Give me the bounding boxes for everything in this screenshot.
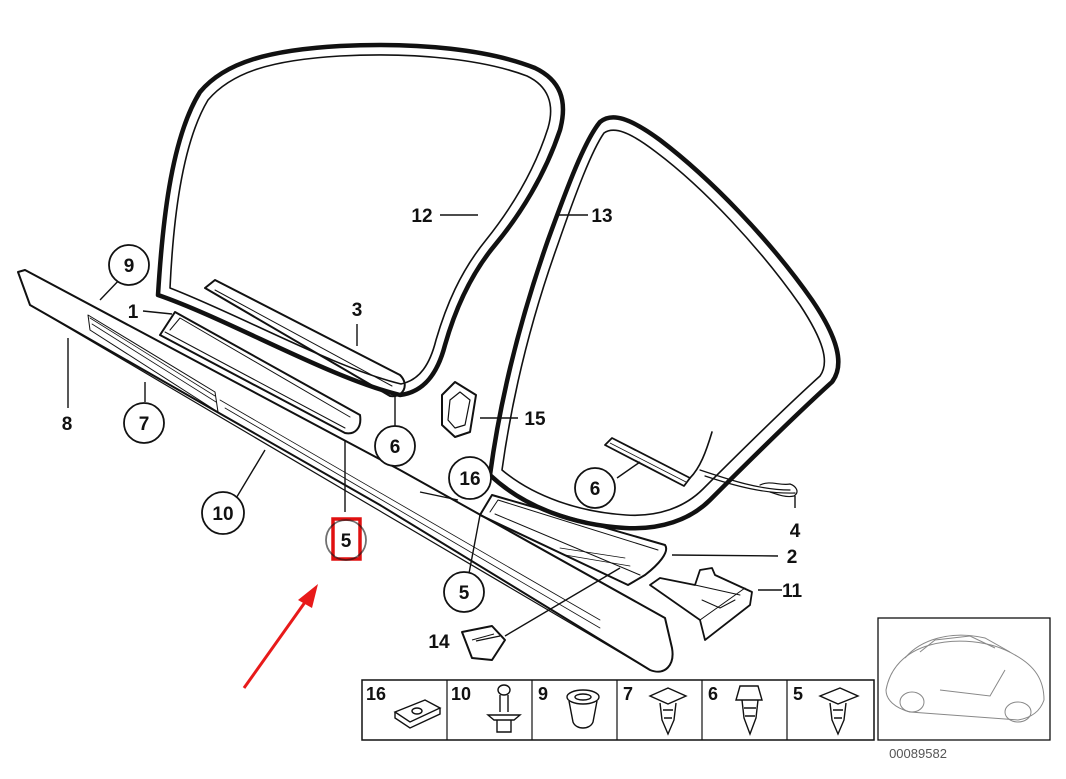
jack-bracket [649, 567, 753, 641]
callout-6-rear: 6 [590, 479, 601, 500]
rear-entrance-strip [479, 494, 668, 586]
callout-16: 16 [459, 469, 480, 490]
front-entrance-strip [159, 279, 406, 435]
expanding-rivet-icon [486, 684, 522, 733]
callout-4: 4 [790, 521, 801, 542]
reference-number: 00089582 [889, 746, 947, 761]
leader-lines [67, 214, 796, 642]
callout-circle-6-door [374, 425, 416, 467]
callout-circle-7 [123, 402, 165, 444]
callouts: 1 2 3 4 5 5 6 6 7 8 9 10 11 12 13 14 15 … [62, 206, 803, 653]
trim-clip-icon-6 [735, 685, 763, 736]
callout-12: 12 [411, 206, 432, 227]
callout-circle-5-lower [443, 571, 485, 613]
callout-10: 10 [212, 504, 233, 525]
callout-circle-5-highlight [325, 519, 367, 561]
vehicle-thumbnail: 00089582 [877, 617, 1051, 761]
car-outline-icon [885, 634, 1045, 723]
fastener-legend: 16 10 9 7 6 5 [361, 679, 875, 741]
legend-label-6: 5 [793, 684, 803, 704]
callout-7: 7 [139, 414, 150, 435]
callout-2: 2 [787, 547, 798, 568]
grommet-part [441, 381, 477, 438]
highlight-box [331, 517, 362, 561]
callout-circle-16 [448, 456, 492, 500]
legend-label-1: 16 [366, 684, 386, 704]
callout-5-highlight: 5 [341, 531, 352, 552]
legend-label-5: 6 [708, 684, 718, 704]
legend-label-4: 7 [623, 684, 633, 704]
grommet-plug-icon [566, 689, 600, 729]
callout-15: 15 [524, 409, 546, 430]
side-sill-panel [17, 269, 674, 673]
cable-part [689, 431, 798, 498]
callout-8: 8 [62, 414, 73, 435]
callout-circle-10 [201, 491, 245, 535]
rear-door-seal [487, 115, 841, 531]
callout-circle-6-rear [574, 467, 616, 509]
trim-clip-icon-5 [818, 687, 860, 736]
legend-label-2: 10 [451, 684, 471, 704]
red-arrow [242, 584, 318, 689]
callout-3: 3 [352, 300, 363, 321]
callout-14: 14 [428, 632, 450, 653]
trim-clip-icon-7 [648, 687, 688, 736]
clip-nut-icon [393, 699, 442, 729]
callout-5-lower: 5 [459, 583, 470, 604]
rear-trim-strip [604, 437, 691, 487]
callout-13: 13 [591, 206, 612, 227]
callout-1: 1 [128, 302, 139, 323]
end-cap-part [461, 625, 506, 661]
callout-9: 9 [124, 256, 135, 277]
callout-11: 11 [782, 581, 803, 602]
callout-circle-9 [108, 244, 150, 286]
legend-label-3: 9 [538, 684, 548, 704]
callout-6-door: 6 [390, 437, 401, 458]
front-door-seal [155, 42, 566, 398]
